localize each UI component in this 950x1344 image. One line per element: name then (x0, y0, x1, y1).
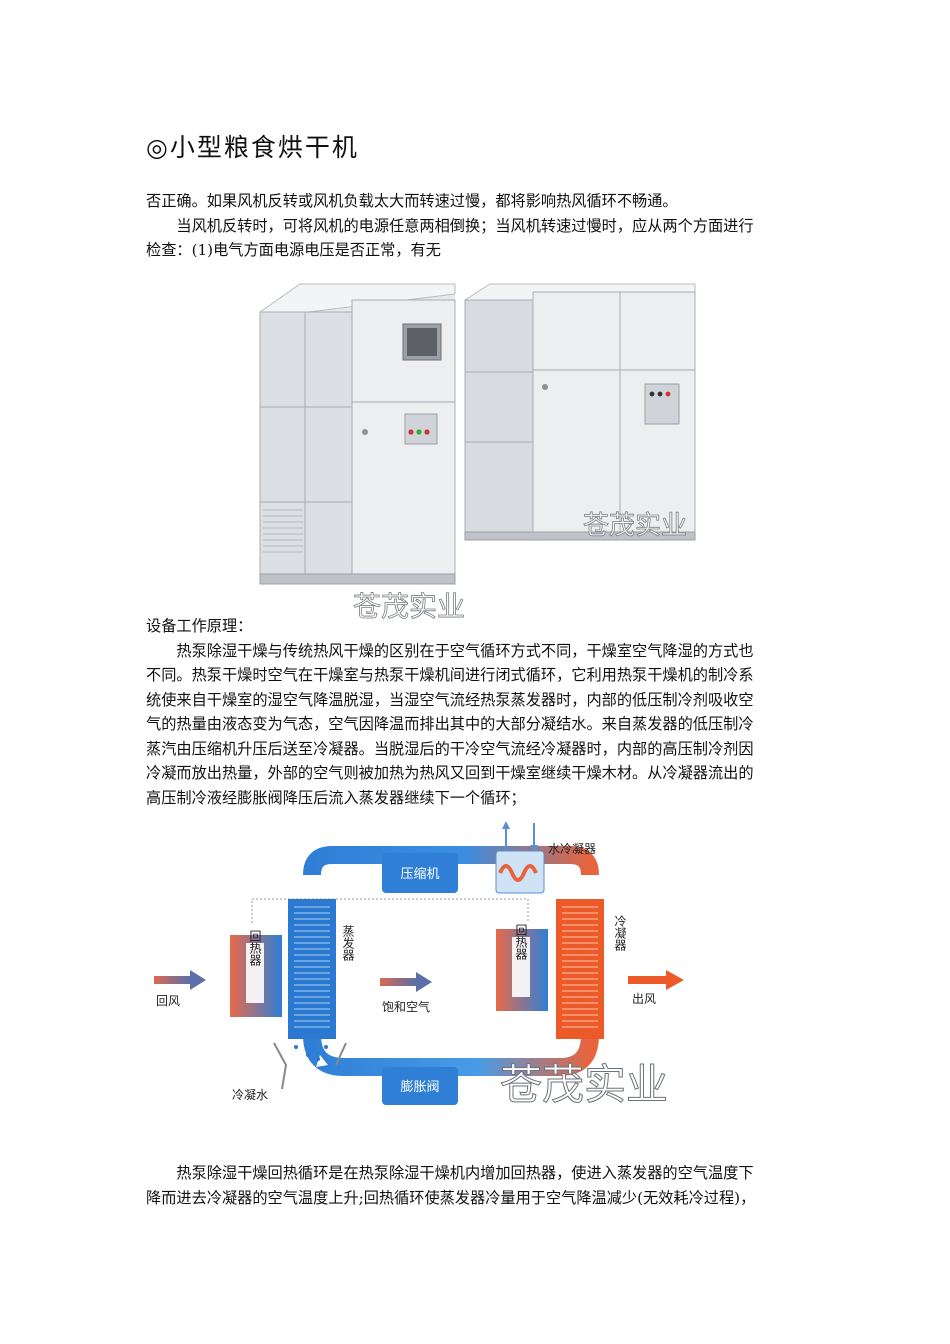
product-photo: 苍茂实业 苍茂实业 (259, 283, 696, 622)
principle-line: 气的热量由液态变为气态，空气因降温而排出其中的大部分凝结水。来自蒸发器的低压制冷 (146, 715, 754, 733)
label-evaporator: 蒸发器 (341, 925, 355, 962)
intro-text: 否正确。如果风机反转或风机负载太大而转速过慢，都将影响热风循环不畅通。 当风机反… (146, 189, 818, 263)
label-expansion-valve: 膨胀阀 (400, 1080, 439, 1095)
principle-line: 冷凝而放出热量，外部的空气则被加热为热风又回到干燥室继续干燥木材。从冷凝器流出的 (146, 764, 754, 782)
heat-pump-diagram: 水冷凝器 压缩机 膨胀阀 蒸发器 (154, 821, 684, 1110)
label-condenser: 冷凝器 (613, 915, 627, 952)
intro-paragraph-1: 否正确。如果风机反转或风机负载太大而转速过慢，都将影响热风循环不畅通。 (146, 192, 678, 210)
label-outlet-air: 出风 (632, 992, 656, 1006)
principle-heading: 设备工作原理： (146, 617, 253, 635)
condensate-tray (273, 1042, 347, 1090)
compressor-box (382, 853, 458, 893)
closing-text: 热泵除湿干燥回热循环是在热泵除湿干燥机内增加回热器，使进入蒸发器的空气温度下 降… (146, 1161, 818, 1210)
principle-line: 高压制冷液经膨胀阀降压后流入蒸发器继续下一个循环； (146, 788, 526, 807)
evaporator: 蒸发器 (288, 899, 355, 1039)
page-title: ◎小型粮食烘干机 (146, 133, 359, 162)
label-compressor: 压缩机 (400, 866, 439, 882)
photo-watermark-bottom: 苍茂实业 (353, 590, 465, 622)
label-condensate: 冷凝水 (232, 1087, 268, 1102)
label-return-air: 回风 (156, 994, 180, 1008)
dryer-unit-right (464, 283, 696, 541)
label-regenerator-right: 回热器 (514, 924, 528, 961)
condenser: 冷凝器 (556, 899, 627, 1039)
dryer-unit-left (259, 283, 456, 585)
principle-line: 热泵除湿干燥与传统热风干燥的区别在于空气循环方式不同，干燥室空气降湿的方式也 (176, 641, 754, 660)
principle-line: 蒸汽由压缩机升压后送至冷凝器。当脱湿后的干冷空气流经冷凝器时，内部的高压制冷剂因 (146, 739, 754, 758)
label-regenerator-left: 回热器 (248, 930, 262, 967)
principle-line: 不同。热泵干燥时空气在干燥室与热泵干燥机间进行闭式循环，它利用热泵干燥机的制冷系 (146, 666, 754, 684)
label-water-condenser: 水冷凝器 (548, 841, 596, 856)
label-saturated-air: 饱和空气 (382, 999, 430, 1014)
diagram-watermark: 苍茂实业 (500, 1060, 668, 1109)
outlet-air-arrow (628, 970, 684, 990)
expansion-valve-box (382, 1067, 458, 1105)
photo-watermark-right: 苍茂实业 (583, 511, 687, 541)
closing-line: 降而进去冷凝器的空气温度上升;回热循环使蒸发器冷量用于空气降温减少(无效耗冷过程… (146, 1188, 756, 1207)
principle-section: 设备工作原理： 热泵除湿干燥与传统热风干燥的区别在于空气循环方式不同，干燥室空气… (146, 614, 818, 810)
intro-paragraph-2-line-2: 检查：(1)电气方面电源电压是否正常，有无 (146, 241, 441, 259)
principle-line: 统使来自干燥室的湿空气降温脱湿，当湿空气流经热泵蒸发器时，内部的低压制冷剂吸收空 (146, 690, 754, 709)
saturated-air-arrow (380, 972, 432, 992)
water-condenser: 水冷凝器 (495, 821, 596, 894)
closing-line: 热泵除湿干燥回热循环是在热泵除湿干燥机内增加回热器，使进入蒸发器的空气温度下 (176, 1164, 754, 1182)
intro-paragraph-2-line-1: 当风机反转时，可将风机的电源任意两相倒换；当风机转速过慢时，应从两个方面进行 (176, 216, 754, 235)
return-air-arrow (154, 970, 206, 990)
